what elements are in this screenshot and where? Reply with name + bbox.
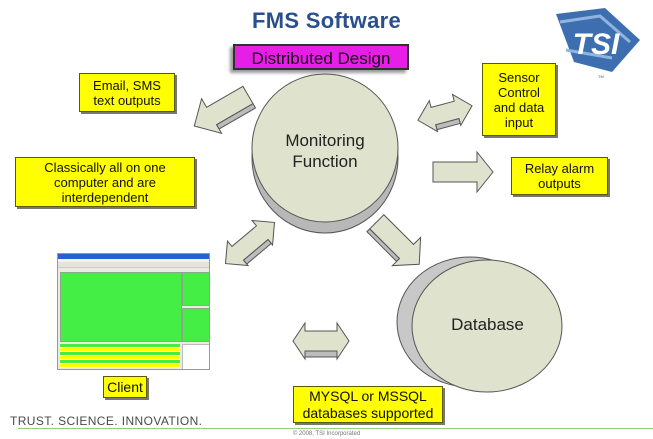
log-row — [60, 356, 180, 359]
client-titlebar — [58, 254, 209, 259]
logo-text: TSI — [573, 28, 620, 61]
subtitle-banner: Distributed Design — [233, 44, 409, 70]
arrow-to-relay — [432, 150, 494, 194]
note-mysql-mssql: MYSQL or MSSQL databases supported — [293, 386, 443, 423]
log-row — [60, 344, 180, 347]
note-relay-alarm: Relay alarm outputs — [511, 157, 608, 195]
note-email-sms: Email, SMS text outputs — [79, 73, 175, 112]
client-menubar — [58, 259, 209, 262]
monitoring-function-label: Monitoring Function — [285, 131, 365, 171]
page-title: FMS Software — [251, 8, 402, 33]
log-row — [60, 364, 180, 367]
arrow-to-email — [193, 85, 257, 135]
note-client: Client — [103, 376, 147, 398]
footer-divider — [18, 428, 653, 429]
log-row — [60, 352, 180, 355]
client-side-panel-2 — [182, 308, 209, 342]
note-classically: Classically all on one computer and are … — [15, 157, 195, 207]
log-row — [60, 360, 180, 363]
client-properties-panel — [182, 344, 209, 369]
client-sensor-grid — [60, 272, 182, 342]
logo-tm: TM — [598, 74, 604, 79]
client-screenshot — [57, 253, 210, 370]
database-node — [396, 256, 563, 393]
arrow-mysql-bidirectional — [292, 321, 350, 361]
client-event-log — [60, 344, 180, 368]
monitoring-function-node — [251, 73, 399, 234]
client-toolbar — [58, 262, 209, 268]
footer-copyright: © 2008, TSI Incorporated — [292, 431, 361, 437]
arrow-client-bidirectional — [224, 219, 276, 267]
log-row — [60, 348, 180, 351]
tsi-logo: TSI TM — [556, 8, 640, 79]
client-side-panel-1 — [182, 272, 209, 306]
footer-tagline: TRUST. SCIENCE. INNOVATION. — [10, 414, 203, 428]
arrow-to-database — [366, 214, 422, 267]
note-sensor-control: Sensor Control and data input — [482, 63, 556, 136]
database-label: Database — [451, 315, 524, 334]
arrow-sensor-bidirectional — [417, 93, 473, 133]
